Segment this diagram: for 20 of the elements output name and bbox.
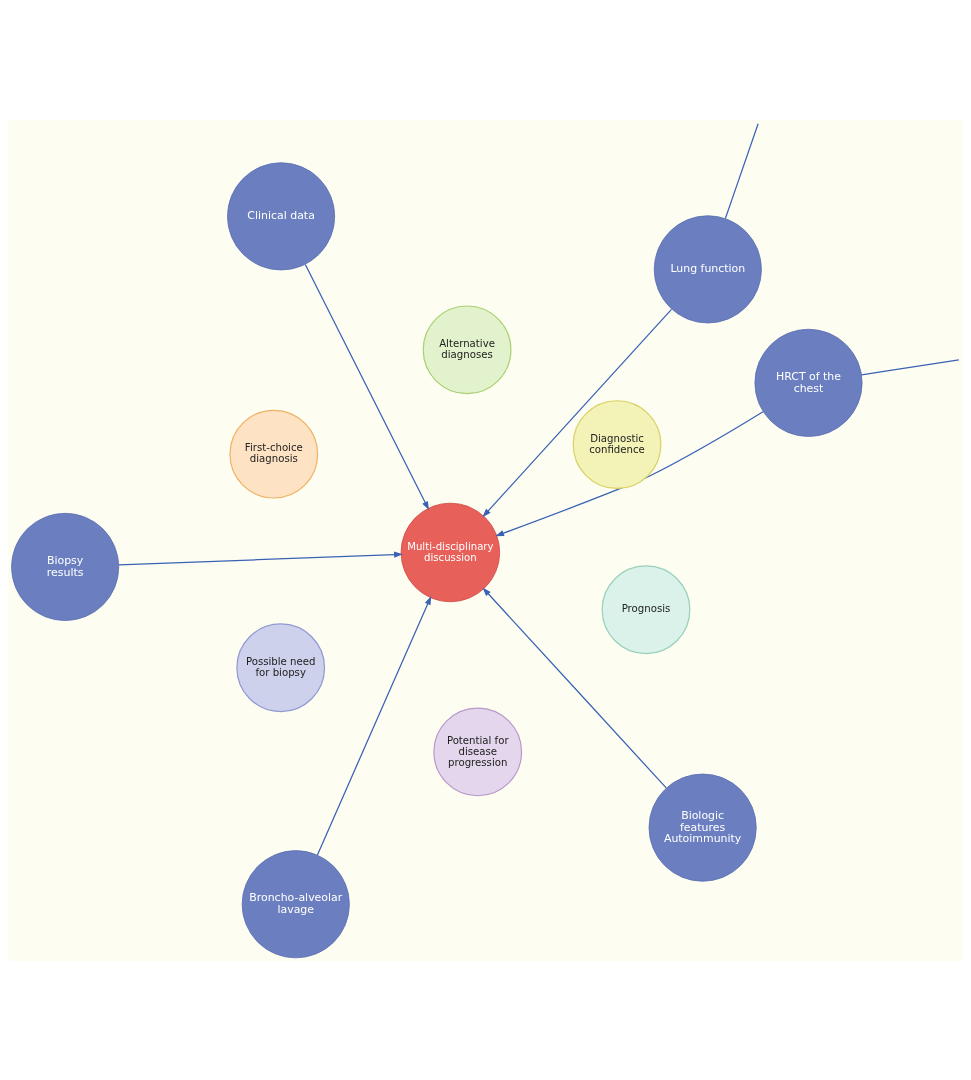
node-circle: Biologic features Autoimmunity: [648, 773, 757, 882]
node-circle: Biopsy results: [11, 512, 120, 621]
node-circle: Alternative diagnoses: [422, 304, 512, 394]
arrow: [118, 551, 403, 566]
arrow: [482, 587, 667, 789]
node-circle: Clinical data: [227, 161, 336, 270]
node-circle: Prognosis: [601, 564, 691, 654]
node-circle: HRCT of the chest: [754, 328, 863, 437]
arrow: [495, 410, 764, 536]
node-circle: Diagnostic confidence: [572, 399, 662, 489]
node-circle: Broncho-alveolar lavage: [241, 849, 350, 958]
arrow: [304, 263, 430, 510]
node-circle: Potential for disease progression: [433, 706, 523, 796]
connector: [861, 358, 960, 375]
connector: [724, 122, 759, 219]
node-circle: Lung function: [653, 214, 762, 323]
arrow: [316, 595, 432, 856]
arrow: [482, 308, 673, 517]
node-circle: First-choice diagnosis: [229, 409, 319, 499]
node-circle: Possible need for biopsy: [236, 622, 326, 712]
